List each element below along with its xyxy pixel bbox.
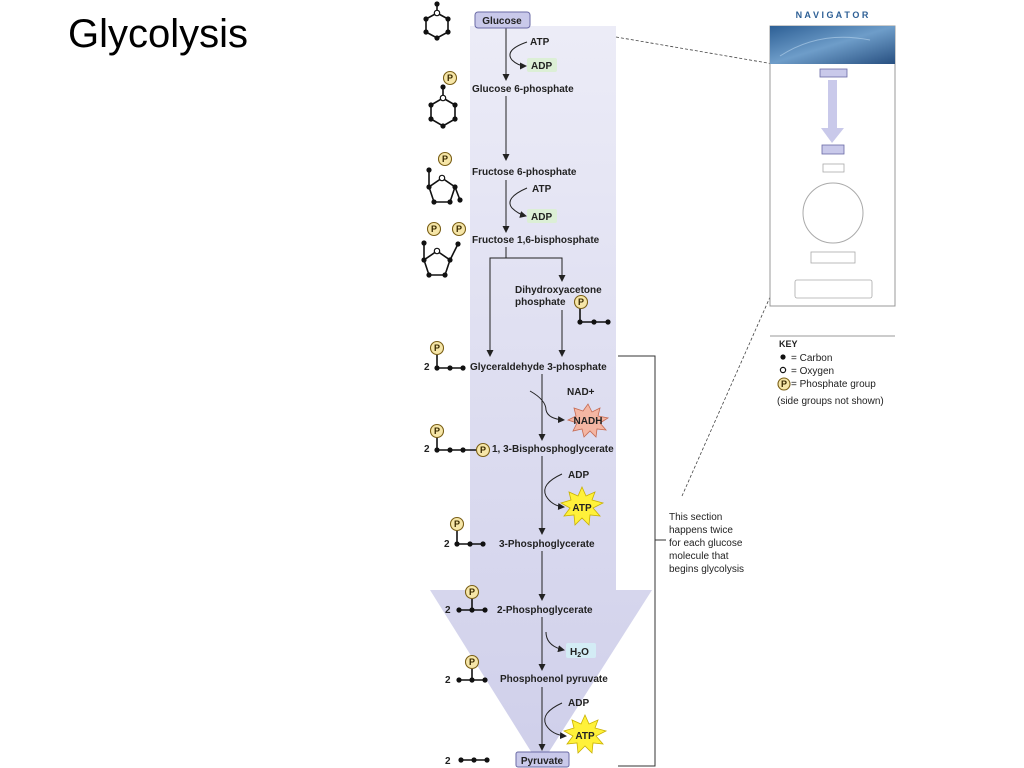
atp-burst-1	[559, 486, 605, 526]
atp-in-2: ATP	[532, 184, 552, 195]
adp-out-2: ADP	[531, 212, 552, 223]
svg-text:P: P	[480, 445, 486, 455]
navigator-banner	[770, 26, 895, 64]
key-oxygen: = Oxygen	[791, 366, 834, 377]
cofactors: ATP ADP ATP ADP NAD+ NADH ADP ATP H2O AD…	[527, 37, 610, 754]
svg-text:P: P	[434, 426, 440, 436]
pg2-molecule: P	[456, 584, 488, 613]
pyruvate-label: Pyruvate	[521, 756, 564, 767]
h2o-label: H2O	[570, 647, 589, 659]
adp-box-1	[527, 58, 557, 72]
dhap-label-2: phosphate	[515, 297, 566, 308]
key-phosphate: = Phosphate group	[791, 379, 876, 390]
navigator-current-box	[819, 68, 848, 78]
nadh-burst	[566, 403, 610, 438]
multipliers: 2 2 2 2 2 2	[424, 362, 451, 767]
pep-molecule: P	[456, 654, 488, 683]
multiplier-pg2: 2	[445, 605, 451, 616]
svg-text:P: P	[434, 343, 440, 353]
adp-out-1: ADP	[531, 61, 552, 72]
f16bp-molecule: P P	[421, 221, 467, 278]
multiplier-g3p: 2	[424, 362, 430, 373]
nadh-out: NADH	[574, 416, 603, 427]
oxygen-symbol	[779, 366, 787, 374]
atp-out-1: ATP	[572, 503, 592, 514]
atp-burst-2	[562, 714, 608, 754]
key-panel: KEY = Carbon = Oxygen P = Phosphate grou…	[770, 335, 895, 407]
slide-title: Glycolysis	[68, 12, 249, 56]
multiplier-pep: 2	[445, 675, 451, 686]
g6p-label: Glucose 6-phosphate	[472, 84, 574, 95]
adp-in-1: ADP	[568, 470, 589, 481]
key-carbon: = Carbon	[791, 353, 832, 364]
twice-note: This section happens twice for each gluc…	[669, 512, 744, 575]
f6p-label: Fructose 6-phosphate	[472, 167, 577, 178]
navigator-arrow	[821, 128, 844, 143]
twice-bracket	[618, 355, 656, 767]
key-side: (side groups not shown)	[777, 396, 884, 407]
bpg-label: 1, 3-Bisphosphoglycerate	[492, 444, 614, 455]
multiplier-bpg: 2	[424, 444, 430, 455]
navigator-cycle	[802, 182, 864, 244]
glucose-box	[474, 11, 531, 29]
pep-label: Phosphoenol pyruvate	[500, 674, 608, 685]
g3p-label: Glyceraldehyde 3-phosphate	[470, 362, 607, 373]
pathway-band	[430, 26, 652, 766]
pg3-label: 3-Phosphoglycerate	[499, 539, 595, 550]
flow-arrows	[486, 28, 566, 751]
step-labels: Glucose Glucose 6-phosphate Fructose 6-p…	[470, 11, 614, 768]
dhap-label-1: Dihydroxyacetone	[515, 285, 602, 296]
glucose-molecule	[423, 1, 451, 41]
nad-in: NAD+	[567, 387, 595, 398]
pg3-molecule: P	[449, 516, 486, 547]
f6p-molecule: P	[426, 151, 463, 205]
svg-text:P: P	[431, 224, 437, 234]
svg-text:P: P	[578, 297, 584, 307]
svg-text:P: P	[469, 657, 475, 667]
multiplier-pyruvate: 2	[445, 756, 451, 767]
adp-in-2: ADP	[568, 698, 589, 709]
phosphate-symbol	[777, 377, 791, 391]
g3p-molecule: P	[429, 340, 466, 371]
bpg-molecule: P P	[429, 423, 491, 458]
svg-text:happens twice: happens twice	[669, 525, 733, 536]
svg-text:P: P	[469, 587, 475, 597]
navigator-connector-bottom	[681, 156, 833, 497]
svg-text:molecule that: molecule that	[669, 551, 729, 562]
g6p-molecule: P	[428, 70, 458, 129]
key-title: KEY	[779, 339, 798, 349]
svg-text:begins glycolysis: begins glycolysis	[669, 564, 744, 575]
adp-box-2	[527, 209, 557, 223]
svg-text:for each glucose: for each glucose	[669, 538, 743, 549]
carbon-symbol	[780, 354, 786, 360]
glucose-label: Glucose	[482, 16, 522, 27]
cofactor-arrows	[509, 41, 567, 740]
pyruvate-molecule	[458, 757, 490, 763]
svg-text:P: P	[781, 379, 787, 389]
pg2-label: 2-Phosphoglycerate	[497, 605, 593, 616]
molecules: P P P P	[421, 1, 611, 763]
svg-text:P: P	[447, 73, 453, 83]
svg-text:This section: This section	[669, 512, 722, 523]
svg-text:P: P	[456, 224, 462, 234]
navigator-panel: N A V I G A T O R	[769, 10, 896, 307]
multiplier-pg3: 2	[444, 539, 450, 550]
atp-in-1: ATP	[530, 37, 550, 48]
f16bp-label: Fructose 1,6-bisphosphate	[472, 235, 600, 246]
svg-text:P: P	[454, 519, 460, 529]
dhap-molecule: P	[573, 294, 611, 325]
pyruvate-box	[515, 751, 570, 768]
svg-text:P: P	[442, 154, 448, 164]
atp-out-2: ATP	[575, 731, 595, 742]
h2o-box	[566, 643, 596, 658]
navigator-title: N A V I G A T O R	[796, 10, 869, 20]
